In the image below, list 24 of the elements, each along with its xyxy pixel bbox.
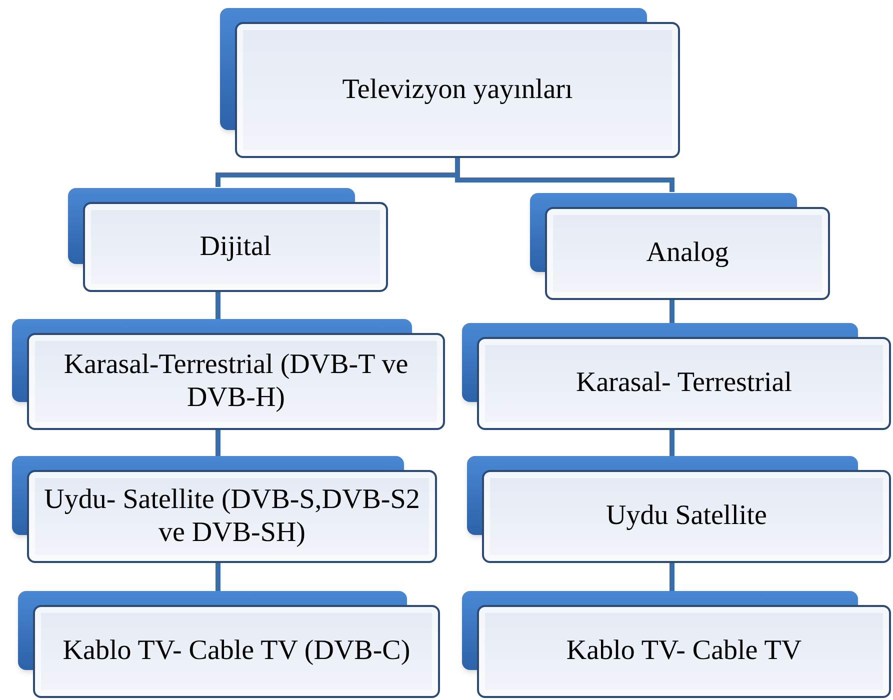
category-box — [18, 591, 440, 698]
category-box — [530, 193, 830, 300]
box-label: Kablo TV- Cable TV (DVB-C) — [62, 635, 410, 668]
box-label: Uydu- Satellite (DVB-S,DVB-S2 ve DVB-SH) — [43, 484, 421, 549]
box-label: Uydu Satellite — [606, 500, 767, 533]
connector-line — [216, 430, 220, 456]
box-label: Karasal- Terrestrial — [576, 367, 792, 400]
category-box — [220, 8, 680, 158]
box-label: Analog — [646, 237, 729, 270]
box-label: Kablo TV- Cable TV — [566, 635, 802, 668]
box-label: Karasal-Terrestrial (DVB-T ve DVB-H) — [62, 349, 410, 414]
category-box — [467, 456, 891, 563]
category-box — [462, 323, 891, 430]
connector-line — [216, 292, 220, 319]
connector-line — [670, 430, 674, 456]
category-box — [12, 319, 445, 430]
box-label: Televizyon yayınları — [342, 74, 573, 106]
connector-line — [670, 300, 674, 323]
category-box — [68, 188, 388, 292]
connector-line — [216, 563, 220, 591]
connector-line — [670, 563, 674, 591]
category-box — [462, 591, 891, 698]
category-box — [12, 456, 437, 563]
box-label: Dijital — [200, 230, 272, 264]
